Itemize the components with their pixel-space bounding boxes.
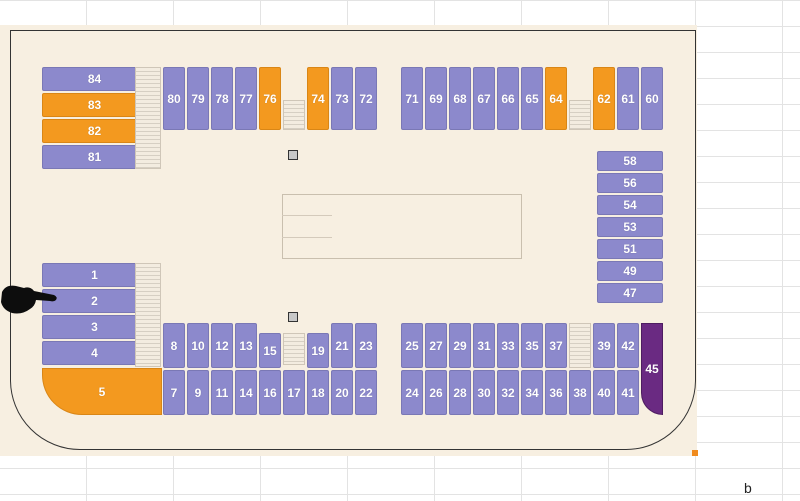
booth-41[interactable]: 41 (617, 370, 639, 415)
stairs (283, 100, 305, 130)
booth-18[interactable]: 18 (307, 370, 329, 415)
booth-62[interactable]: 62 (593, 67, 615, 130)
booth-29[interactable]: 29 (449, 323, 471, 368)
stairs (283, 333, 305, 365)
booth-58[interactable]: 58 (597, 151, 663, 171)
booth-9[interactable]: 9 (187, 370, 209, 415)
booth-38[interactable]: 38 (569, 370, 591, 415)
booth-39[interactable]: 39 (593, 323, 615, 368)
booth-5[interactable]: 5 (42, 368, 162, 415)
booth-84[interactable]: 84 (42, 67, 147, 91)
booth-65[interactable]: 65 (521, 67, 543, 130)
booth-49[interactable]: 49 (597, 261, 663, 281)
booth-80[interactable]: 80 (163, 67, 185, 130)
booth-26[interactable]: 26 (425, 370, 447, 415)
pillar-icon (288, 150, 298, 160)
booth-79[interactable]: 79 (187, 67, 209, 130)
booth-77[interactable]: 77 (235, 67, 257, 130)
booth-7[interactable]: 7 (163, 370, 185, 415)
booth-34[interactable]: 34 (521, 370, 543, 415)
booth-71[interactable]: 71 (401, 67, 423, 130)
booth-54[interactable]: 54 (597, 195, 663, 215)
booth-11[interactable]: 11 (211, 370, 233, 415)
booth-42[interactable]: 42 (617, 323, 639, 368)
hall-outline (10, 30, 696, 450)
booth-25[interactable]: 25 (401, 323, 423, 368)
booth-47[interactable]: 47 (597, 283, 663, 303)
booth-20[interactable]: 20 (331, 370, 353, 415)
booth-69[interactable]: 69 (425, 67, 447, 130)
booth-30[interactable]: 30 (473, 370, 495, 415)
booth-73[interactable]: 73 (331, 67, 353, 130)
stairs (135, 263, 161, 367)
booth-82[interactable]: 82 (42, 119, 147, 143)
booth-12[interactable]: 12 (211, 323, 233, 368)
booth-24[interactable]: 24 (401, 370, 423, 415)
booth-66[interactable]: 66 (497, 67, 519, 130)
booth-28[interactable]: 28 (449, 370, 471, 415)
booth-3[interactable]: 3 (42, 315, 147, 339)
booth-68[interactable]: 68 (449, 67, 471, 130)
booth-16[interactable]: 16 (259, 370, 281, 415)
booth-14[interactable]: 14 (235, 370, 257, 415)
booth-22[interactable]: 22 (355, 370, 377, 415)
booth-78[interactable]: 78 (211, 67, 233, 130)
stairs (569, 323, 591, 368)
booth-45[interactable]: 45 (641, 323, 663, 415)
stairs (135, 67, 161, 169)
booth-4[interactable]: 4 (42, 341, 147, 365)
booth-10[interactable]: 10 (187, 323, 209, 368)
booth-74[interactable]: 74 (307, 67, 329, 130)
booth-67[interactable]: 67 (473, 67, 495, 130)
booth-19[interactable]: 19 (307, 333, 329, 368)
booth-72[interactable]: 72 (355, 67, 377, 130)
booth-2[interactable]: 2 (42, 289, 147, 313)
booth-31[interactable]: 31 (473, 323, 495, 368)
booth-76[interactable]: 76 (259, 67, 281, 130)
booth-40[interactable]: 40 (593, 370, 615, 415)
booth-61[interactable]: 61 (617, 67, 639, 130)
booth-17[interactable]: 17 (283, 370, 305, 415)
booth-60[interactable]: 60 (641, 67, 663, 130)
selection-handle[interactable] (692, 450, 698, 456)
booth-33[interactable]: 33 (497, 323, 519, 368)
booth-83[interactable]: 83 (42, 93, 147, 117)
central-open-area (282, 194, 522, 259)
booth-21[interactable]: 21 (331, 323, 353, 368)
booth-35[interactable]: 35 (521, 323, 543, 368)
divider (282, 215, 332, 216)
booth-81[interactable]: 81 (42, 145, 147, 169)
booth-36[interactable]: 36 (545, 370, 567, 415)
booth-37[interactable]: 37 (545, 323, 567, 368)
pointing-hand-icon (1, 285, 57, 314)
booth-15[interactable]: 15 (259, 333, 281, 368)
pillar-icon (288, 312, 298, 322)
booth-51[interactable]: 51 (597, 239, 663, 259)
booth-23[interactable]: 23 (355, 323, 377, 368)
divider (282, 237, 332, 238)
booth-8[interactable]: 8 (163, 323, 185, 368)
stairs (569, 100, 591, 130)
booth-27[interactable]: 27 (425, 323, 447, 368)
booth-64[interactable]: 64 (545, 67, 567, 130)
booth-53[interactable]: 53 (597, 217, 663, 237)
booth-13[interactable]: 13 (235, 323, 257, 368)
booth-32[interactable]: 32 (497, 370, 519, 415)
booth-56[interactable]: 56 (597, 173, 663, 193)
booth-1[interactable]: 1 (42, 263, 147, 287)
cell-text: b (744, 480, 752, 496)
